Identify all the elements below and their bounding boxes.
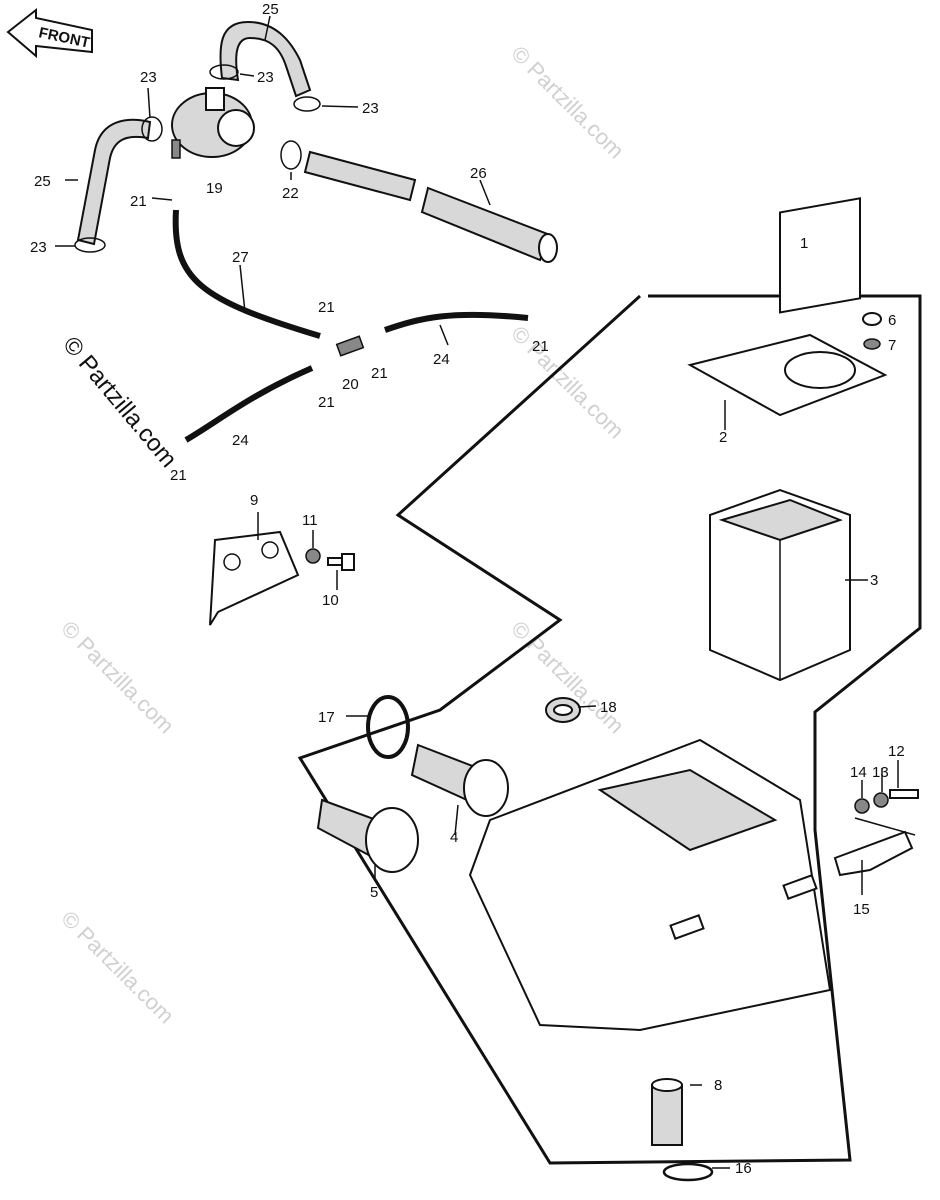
callout-12: 12 (888, 743, 905, 760)
front-arrow: FRONT (6, 7, 93, 59)
clamp-23-b (293, 96, 321, 112)
grommet-18 (545, 697, 581, 723)
tube-24-left (184, 365, 314, 443)
callout-9: 9 (250, 492, 258, 509)
duct-5 (316, 798, 419, 873)
watermark-5: © Partzilla.com (56, 906, 179, 1029)
callouts: 1 2 3 4 5 6 7 8 9 10 11 12 13 14 15 16 1… (30, 1, 905, 1177)
duct-4 (410, 743, 509, 817)
clamp-23-c (141, 116, 163, 142)
valve-19 (171, 87, 255, 159)
callout-19: 19 (206, 180, 223, 197)
o-ring-17 (366, 695, 410, 759)
callout-24-b: 24 (232, 432, 249, 449)
callout-21-c: 21 (532, 338, 549, 355)
callout-7: 7 (888, 337, 896, 354)
callout-1: 1 (800, 235, 808, 252)
callout-26: 26 (470, 165, 487, 182)
callout-8: 8 (714, 1077, 722, 1094)
callout-3: 3 (870, 572, 878, 589)
callout-24-a: 24 (433, 351, 450, 368)
filter-element-3 (709, 488, 851, 682)
washer-14 (854, 798, 870, 814)
clamp-23-d (74, 237, 106, 253)
callout-17: 17 (318, 709, 335, 726)
watermark-3: © Partzilla.com (56, 616, 179, 739)
clamp-23-a (209, 64, 239, 80)
clip-16 (662, 1162, 714, 1182)
fitting-20 (335, 335, 365, 357)
washer-13 (873, 792, 889, 808)
callout-18: 18 (600, 699, 617, 716)
hose-25-left (76, 118, 152, 246)
screw-6 (862, 312, 882, 326)
hose-26 (303, 150, 558, 263)
callout-23-a: 23 (140, 69, 157, 86)
callout-14: 14 (850, 764, 867, 781)
callout-2: 2 (719, 429, 727, 446)
callout-27: 27 (232, 249, 249, 266)
callout-20: 20 (342, 376, 359, 393)
callout-21-b: 21 (318, 299, 335, 316)
clamp-22 (280, 140, 302, 170)
tube-27 (172, 209, 321, 339)
callout-15: 15 (853, 901, 870, 918)
callout-21-a: 21 (130, 193, 147, 210)
callout-21-f: 21 (170, 467, 187, 484)
callout-21-d: 21 (371, 365, 388, 382)
bracket-9 (209, 530, 300, 626)
tube-8 (651, 1078, 683, 1146)
watermark-dark: © Partzilla.com (57, 332, 182, 473)
callout-6: 6 (888, 312, 896, 329)
washer-7 (863, 338, 881, 350)
leader-lines (55, 15, 899, 1169)
callout-10: 10 (322, 592, 339, 609)
bracket-15 (833, 817, 916, 877)
cover-plate-2 (687, 197, 888, 417)
washer-11 (305, 548, 321, 564)
callout-23-d: 23 (30, 239, 47, 256)
callout-5: 5 (370, 884, 378, 901)
callout-22: 22 (282, 185, 299, 202)
callout-21-e: 21 (318, 394, 335, 411)
watermark-2: © Partzilla.com (506, 321, 629, 444)
bolt-10 (327, 553, 355, 571)
bolt-12 (889, 789, 919, 799)
callout-13: 13 (872, 764, 889, 781)
callout-25-a: 25 (262, 1, 279, 18)
callout-11: 11 (302, 512, 318, 529)
callout-25-b: 25 (34, 173, 51, 190)
callout-23-b: 23 (257, 69, 274, 86)
callout-23-c: 23 (362, 100, 379, 117)
callout-4: 4 (450, 829, 458, 846)
callout-16: 16 (735, 1160, 752, 1177)
air-box (468, 738, 832, 1032)
assembly-frame (297, 294, 922, 1165)
watermark-1: © Partzilla.com (506, 41, 629, 164)
tube-24-right (384, 311, 529, 333)
